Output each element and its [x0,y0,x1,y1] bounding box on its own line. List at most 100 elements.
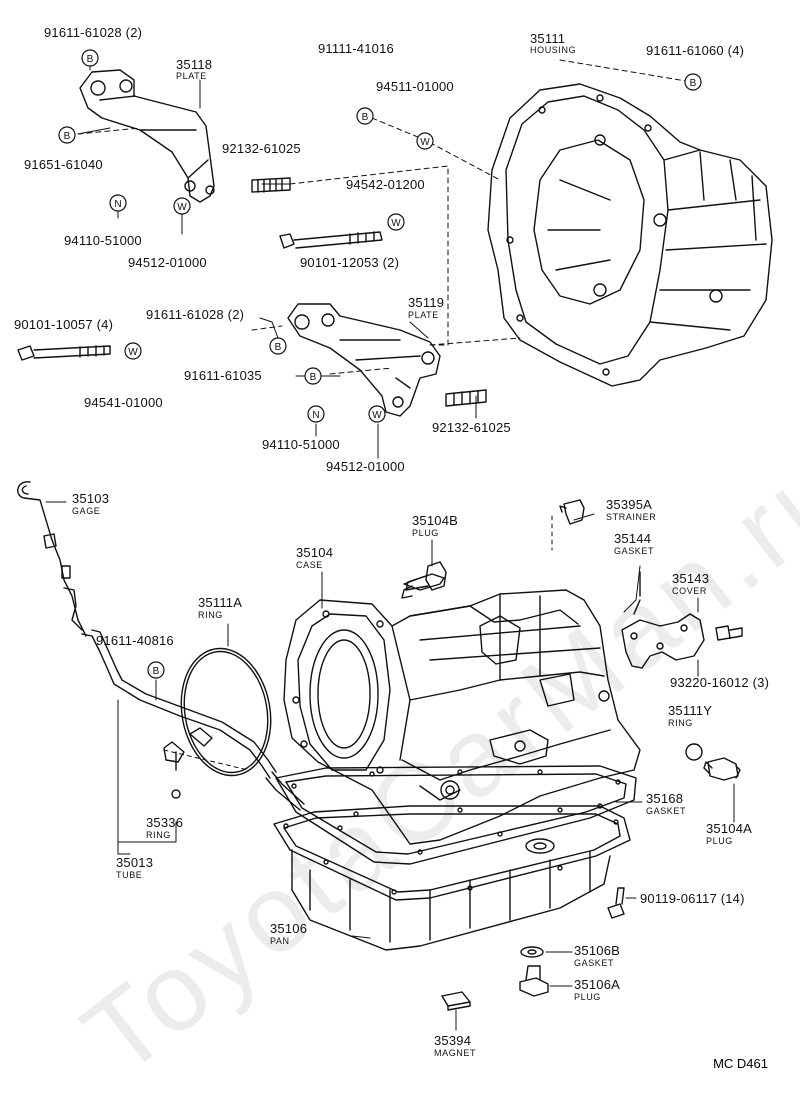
label-91611-40816: 91611-40816 [96,633,174,648]
label-94512-01000-top: 94512-01000 [128,255,207,270]
case-35104-drawing [283,573,641,845]
bolt-90101-12053-drawing [279,231,383,249]
plug-35104b-drawing [405,561,447,591]
label-35111-name: HOUSING [530,45,577,55]
marker-b-91611-61035: B [304,367,322,385]
svg-text:W: W [177,202,187,213]
label-91611-61035: 91611-61035 [184,368,262,383]
label-35144: 35144 [614,531,652,546]
label-35119: 35119 [408,295,445,310]
strainer-35395a-drawing [559,499,585,525]
magnet-35394-drawing [441,991,471,1011]
bolt-90119-drawing [607,887,625,919]
label-35111a-name: RING [198,610,223,620]
label-35394: 35394 [434,1033,472,1048]
label-35168: 35168 [646,791,684,806]
label-90119-06117: 90119-06117 (14) [640,891,745,906]
label-35106b-name: GASKET [574,958,615,968]
label-35106a-name: PLUG [574,992,601,1002]
plate-35118-drawing [79,69,215,203]
label-92132-61025-mid: 92132-61025 [432,420,511,435]
label-35013-name: TUBE [116,870,143,880]
label-35119-name: PLATE [408,310,439,320]
label-91651-61040: 91651-61040 [24,157,103,172]
label-93220-16012: 93220-16012 (3) [670,675,770,690]
label-91611-61028-mid: 91611-61028 (2) [146,307,245,322]
marker-w-94512-mid: W [368,405,386,423]
label-94110-51000-mid: 94110-51000 [262,437,340,452]
marker-b-91611-61060: B [684,73,702,91]
gasket-35168-drawing [275,765,637,865]
gasket-35106b-drawing [520,946,544,958]
label-35144-name: GASKET [614,546,655,556]
housing-35111-drawing [487,83,773,387]
svg-text:W: W [372,410,382,421]
marker-b-91111-41016: B [356,107,374,125]
leader-lines-right [623,565,699,677]
marker-b-91651-61040: B [58,126,76,144]
tube-35013-drawing [81,629,305,811]
label-35104a: 35104A [706,821,753,836]
marker-w-94512-top: W [173,197,191,215]
plate-35119-drawing [287,303,441,417]
label-90101-10057: 90101-10057 (4) [14,317,114,332]
dashed-leaders-top [77,59,693,346]
marker-w-94542: W [387,213,405,231]
label-92132-61025-top: 92132-61025 [222,141,301,156]
svg-text:B: B [310,372,317,383]
svg-text:B: B [87,54,94,65]
label-35013: 35013 [116,855,154,870]
label-35103: 35103 [72,491,110,506]
label-35143: 35143 [672,571,710,586]
plug-35104a-drawing [703,757,741,781]
label-35104-name: CASE [296,560,323,570]
label-94511-01000: 94511-01000 [376,79,454,94]
label-35118-name: PLATE [176,71,207,81]
label-35118: 35118 [176,57,213,72]
label-35104b: 35104B [412,513,459,528]
svg-text:W: W [128,347,138,358]
label-35111: 35111 [530,31,566,46]
label-94541-01000: 94541-01000 [84,395,163,410]
label-35106a: 35106A [574,977,621,992]
marker-b-91611-61028-mid: B [269,337,287,355]
marker-n-94110-mid: N [307,405,325,423]
label-91611-61028-top: 91611-61028 (2) [44,25,143,40]
ring-35111a-drawing [180,647,272,777]
label-35104b-name: PLUG [412,528,439,538]
label-35106b: 35106B [574,943,621,958]
label-35168-name: GASKET [646,806,687,816]
label-35394-name: MAGNET [434,1048,477,1058]
marker-b-91611-40816: B [147,661,165,679]
diagram-code: MC D461 [713,1056,768,1071]
label-35106: 35106 [270,921,308,936]
leader-lines-bottom [545,951,573,987]
svg-text:B: B [153,666,160,677]
marker-w-94541: W [124,342,142,360]
label-94512-01000-mid: 94512-01000 [326,459,405,474]
svg-text:N: N [114,199,121,210]
svg-text:W: W [420,137,430,148]
marker-b-91611-61028-top: B [81,49,99,67]
svg-text:N: N [312,410,319,421]
label-35106-name: PAN [270,936,290,946]
label-94542-01200: 94542-01200 [346,177,425,192]
label-35143-name: COVER [672,586,708,596]
pan-35106-drawing [273,805,631,951]
svg-text:B: B [275,342,282,353]
label-91111-41016: 91111-41016 [318,41,394,56]
bolt-93220-drawing [715,625,743,641]
marker-w-94511: W [416,132,434,150]
label-35395a-name: STRAINER [606,512,657,522]
label-94110-51000-top: 94110-51000 [64,233,142,248]
label-91611-61060: 91611-61060 (4) [646,43,745,58]
label-35336-name: RING [146,830,171,840]
label-35111a: 35111A [198,595,243,610]
plug-35106a-drawing [519,965,549,997]
leader-lines-case [321,513,595,609]
svg-text:B: B [690,78,697,89]
svg-text:B: B [64,131,71,142]
bolt-90101-10057-drawing [17,345,111,361]
